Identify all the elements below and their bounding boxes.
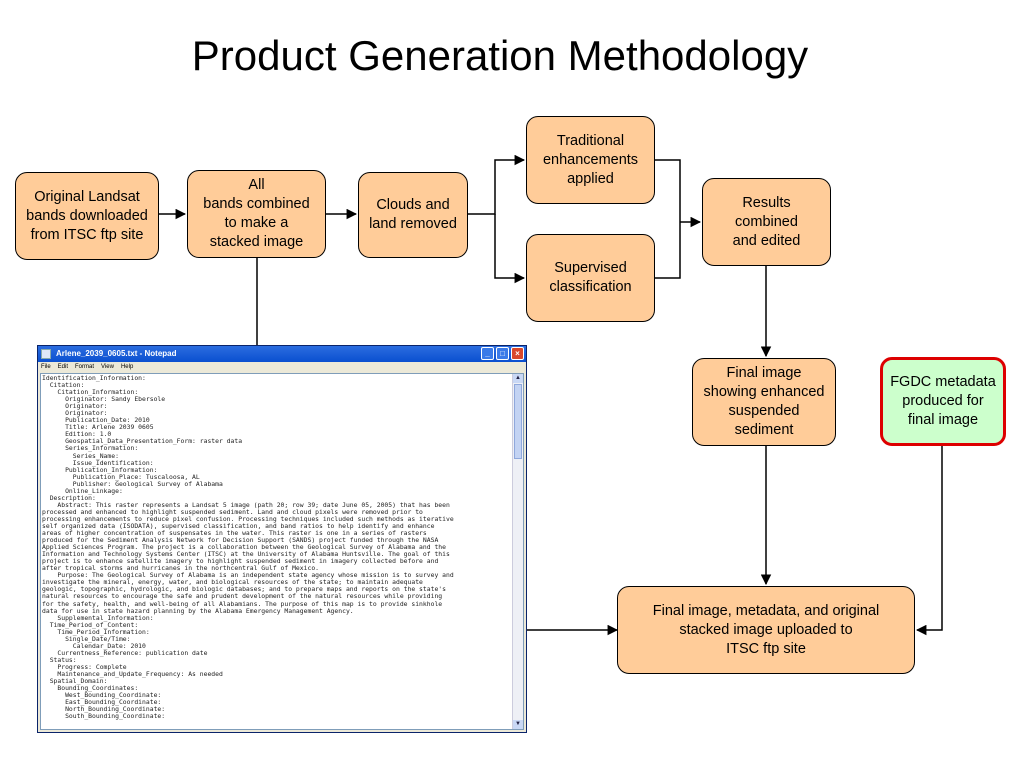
- vertical-scrollbar[interactable]: ▲ ▼: [512, 374, 523, 729]
- notepad-app-icon: [41, 349, 51, 359]
- menu-file[interactable]: File: [41, 364, 51, 370]
- scroll-thumb[interactable]: [514, 384, 522, 459]
- scroll-up-icon[interactable]: ▲: [513, 374, 523, 383]
- arrow-clouds-to-traditional: [468, 154, 526, 215]
- arrow-fgdc-to-uploaded: [915, 446, 943, 636]
- node-fgdc-metadata: FGDC metadata produced for final image: [880, 357, 1006, 446]
- menu-view[interactable]: View: [101, 364, 114, 370]
- page-title: Product Generation Methodology: [191, 32, 809, 79]
- notepad-window: Arlene_2039_0605.txt - Notepad _ □ × Fil…: [37, 345, 527, 733]
- notepad-text-area[interactable]: Identification_Information: Citation: Ci…: [40, 373, 524, 730]
- metadata-text[interactable]: Identification_Information: Citation: Ci…: [42, 375, 454, 721]
- node-results-combined: Results combined and edited: [702, 178, 831, 266]
- node-bands-combined: All bands combined to make a stacked ima…: [187, 170, 326, 258]
- notepad-menubar: File Edit Format View Help: [38, 362, 526, 372]
- notepad-titlebar[interactable]: Arlene_2039_0605.txt - Notepad _ □ ×: [38, 346, 526, 362]
- line-traditional-out: [655, 159, 681, 279]
- node-original-landsat: Original Landsat bands downloaded from I…: [15, 172, 159, 260]
- node-supervised-classification: Supervised classification: [526, 234, 655, 322]
- node-uploaded-ftp: Final image, metadata, and original stac…: [617, 586, 915, 674]
- node-final-image: Final image showing enhanced suspended s…: [692, 358, 836, 446]
- node-clouds-removed: Clouds and land removed: [358, 172, 468, 258]
- maximize-icon[interactable]: □: [496, 347, 509, 360]
- minimize-icon[interactable]: _: [481, 347, 494, 360]
- node-traditional-enhancements: Traditional enhancements applied: [526, 116, 655, 204]
- menu-edit[interactable]: Edit: [57, 364, 69, 370]
- arrow-clouds-to-supervised: [494, 214, 526, 284]
- scroll-down-icon[interactable]: ▼: [513, 720, 523, 729]
- notepad-title: Arlene_2039_0605.txt - Notepad: [56, 349, 177, 358]
- menu-format[interactable]: Format: [75, 364, 95, 370]
- menu-help[interactable]: Help: [120, 364, 134, 370]
- close-icon[interactable]: ×: [511, 347, 524, 360]
